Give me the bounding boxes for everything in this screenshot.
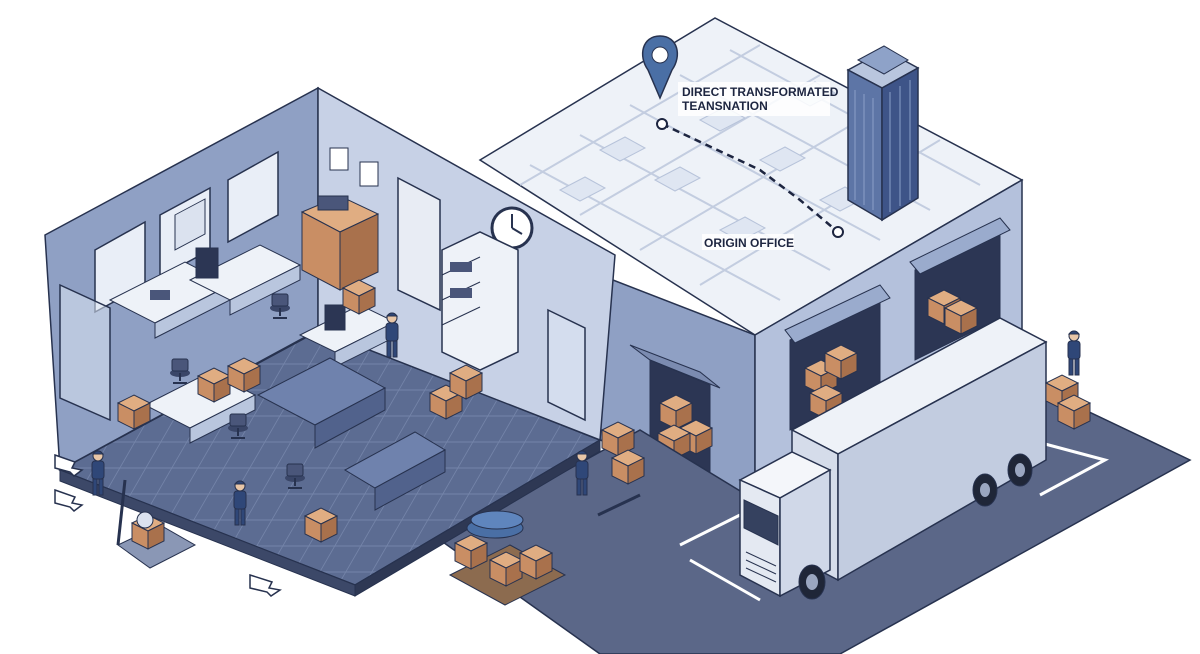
office-room [44,86,616,597]
sofa [256,357,447,511]
center-worker-with-dolly [575,421,645,517]
destination-label-line1: DIRECT TRANSFORMATED [682,85,839,99]
skyscraper [846,45,920,222]
wall-poster [174,198,206,251]
glass-partition [547,308,586,422]
route-line [661,122,839,233]
filing-cabinet [300,195,380,291]
desk [188,244,302,316]
direction-arrows [54,453,282,597]
wall-frame [359,161,379,187]
origin-label: ORIGIN OFFICE [704,236,794,250]
glass-partition [59,283,111,422]
bookshelf [441,231,519,371]
wall-frame [329,147,349,171]
destination-point [656,118,668,130]
map-pin-icon [641,35,679,100]
destination-label-bg [678,82,830,116]
destination-label-line2: TEANSNATION [682,99,768,113]
warehouse-building: DIRECT TRANSFORMATED TEANSNATION ORIGIN … [478,17,1024,502]
origin-label-bg [702,234,794,250]
wall-clock-icon [490,206,534,250]
delivery-truck [738,317,1091,600]
office-door [397,176,441,312]
dock-worker [1067,330,1081,376]
left-worker-with-hand-truck [91,450,197,569]
pallet-stack [448,510,567,606]
origin-point [832,226,844,238]
